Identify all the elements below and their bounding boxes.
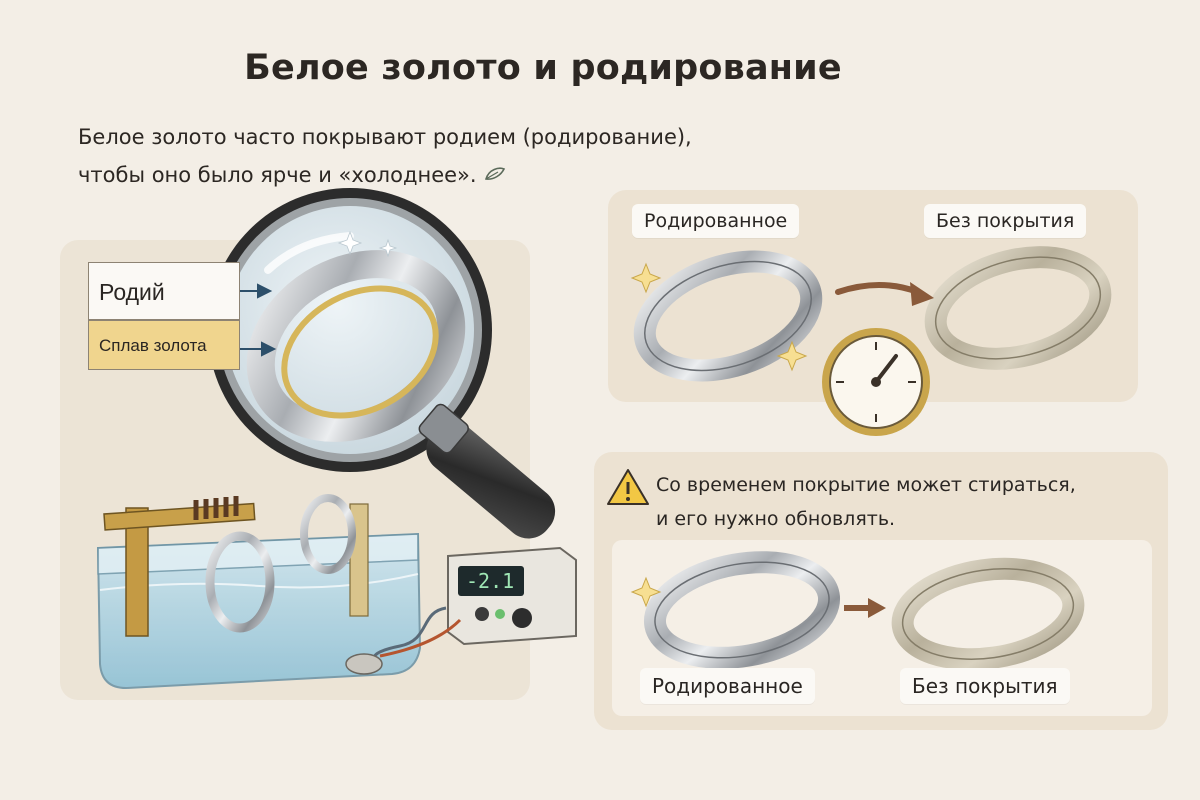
- ring-rhodium-top: [633, 250, 823, 382]
- leaf-icon: [483, 157, 507, 195]
- warning-icon: [607, 469, 649, 505]
- intro-line-2: чтобы оно было ярче и «холоднее».: [78, 156, 692, 195]
- magnifier-icon: [208, 188, 556, 539]
- sparkle-icon: [337, 230, 398, 258]
- ring-in-bath-2: [300, 494, 356, 574]
- label-uncoated-bottom: Без покрытия: [900, 668, 1070, 704]
- ring-rhodium-bottom: [643, 551, 841, 669]
- intro-line-1: Белое золото часто покрывают родием (род…: [78, 125, 692, 149]
- label-uncoated-top: Без покрытия: [924, 204, 1087, 238]
- warning-line-1: Со временем покрытие может стираться,: [656, 474, 1076, 496]
- supply-display: -2.1: [466, 569, 514, 593]
- sparkle-icon-bottom: [630, 576, 662, 608]
- warning-line-2: и его нужно обновлять.: [656, 508, 896, 530]
- ring-in-bath-1: [205, 531, 275, 633]
- intro-line-2-text: чтобы оно было ярче и «холоднее».: [78, 163, 477, 187]
- ring-plain-bottom: [891, 557, 1085, 671]
- power-knob: [512, 608, 532, 628]
- intro-text: Белое золото часто покрывают родием (род…: [78, 118, 692, 195]
- clock-icon: [822, 328, 930, 436]
- page-title: Белое золото и родирование: [244, 48, 842, 88]
- layer-label-gold-alloy: Сплав золота: [88, 320, 240, 370]
- arrow-icon-bottom: [844, 598, 886, 618]
- ring-plain-top: [924, 246, 1112, 370]
- label-rhodium-plated-top: Родированное: [632, 204, 800, 238]
- power-supply: -2.1: [345, 546, 577, 675]
- sparkle-icon-top: [630, 262, 808, 372]
- label-rhodium-plated-bottom: Родированное: [640, 668, 815, 704]
- arrow-icon: [835, 282, 921, 295]
- warning-text: Со временем покрытие может стираться, и …: [656, 468, 1076, 536]
- layer-label-rhodium: Родий: [88, 262, 240, 320]
